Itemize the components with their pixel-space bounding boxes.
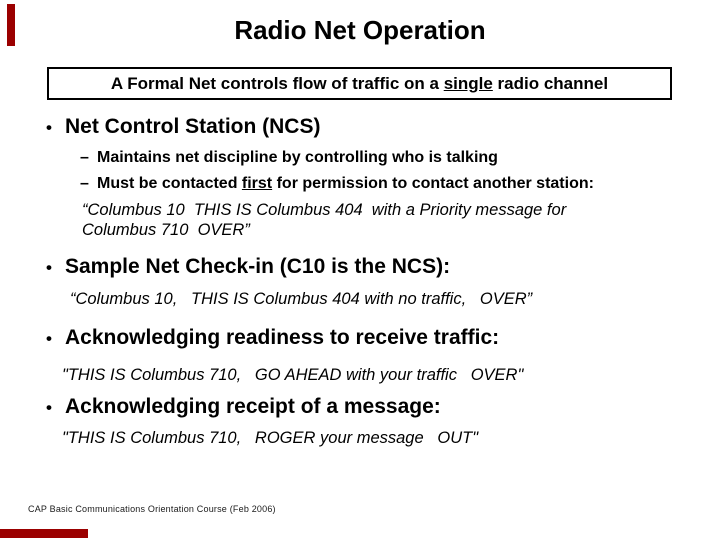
red-accent-bar-horizontal xyxy=(0,529,88,538)
radio-quote-priority-message: “Columbus 10 THIS IS Columbus 404 with a… xyxy=(82,200,662,240)
banner-text: A Formal Net controls flow of traffic on… xyxy=(111,74,608,94)
bullet-icon: • xyxy=(46,258,52,277)
banner-text-suffix: radio channel xyxy=(492,73,609,93)
radio-quote-go-ahead: "THIS IS Columbus 710, GO AHEAD with you… xyxy=(62,366,524,384)
dash-icon: – xyxy=(80,149,89,166)
banner-box: A Formal Net controls flow of traffic on… xyxy=(47,67,672,100)
sub-bullet-contact-first: – Must be contacted first for permission… xyxy=(80,175,700,193)
footer-credit: CAP Basic Communications Orientation Cou… xyxy=(28,504,276,514)
red-accent-bar-vertical xyxy=(7,4,15,46)
bullet-icon: • xyxy=(46,118,52,137)
sub-bullet-text-underlined: first xyxy=(241,175,273,192)
bullet-icon: • xyxy=(46,398,52,417)
sub-bullet-text-prefix: Must be contacted xyxy=(97,175,242,192)
dash-icon: – xyxy=(80,175,89,192)
radio-quote-line: “Columbus 10 THIS IS Columbus 404 with a… xyxy=(82,201,567,219)
bullet-heading-readiness: • Acknowledging readiness to receive tra… xyxy=(46,326,706,350)
radio-quote-checkin: “Columbus 10, THIS IS Columbus 404 with … xyxy=(70,290,533,308)
banner-text-prefix: A Formal Net controls flow of traffic on… xyxy=(110,73,444,93)
bullet-heading-ncs: • Net Control Station (NCS) xyxy=(46,115,706,139)
bullet-heading-receipt: • Acknowledging receipt of a message: xyxy=(46,395,706,419)
slide-title: Radio Net Operation xyxy=(234,15,486,45)
sub-bullet-discipline: – Maintains net discipline by controllin… xyxy=(80,149,700,167)
radio-quote-roger: "THIS IS Columbus 710, ROGER your messag… xyxy=(62,429,479,447)
sub-bullet-text: Maintains net discipline by controlling … xyxy=(97,149,498,166)
radio-quote-line: Columbus 710 OVER” xyxy=(82,221,250,239)
sub-bullet-text: Must be contacted first for permission t… xyxy=(97,175,594,193)
bullet-heading-checkin: • Sample Net Check-in (C10 is the NCS): xyxy=(46,255,706,279)
banner-text-underlined: single xyxy=(443,73,493,93)
bullet-icon: • xyxy=(46,329,52,348)
bullet-heading-text: Net Control Station (NCS) xyxy=(65,115,321,138)
bullet-heading-text: Acknowledging readiness to receive traff… xyxy=(65,326,500,349)
sub-bullet-text-suffix: for permission to contact another statio… xyxy=(272,175,594,192)
bullet-heading-text: Acknowledging receipt of a message: xyxy=(65,395,441,418)
bullet-heading-text: Sample Net Check-in (C10 is the NCS): xyxy=(65,255,451,278)
